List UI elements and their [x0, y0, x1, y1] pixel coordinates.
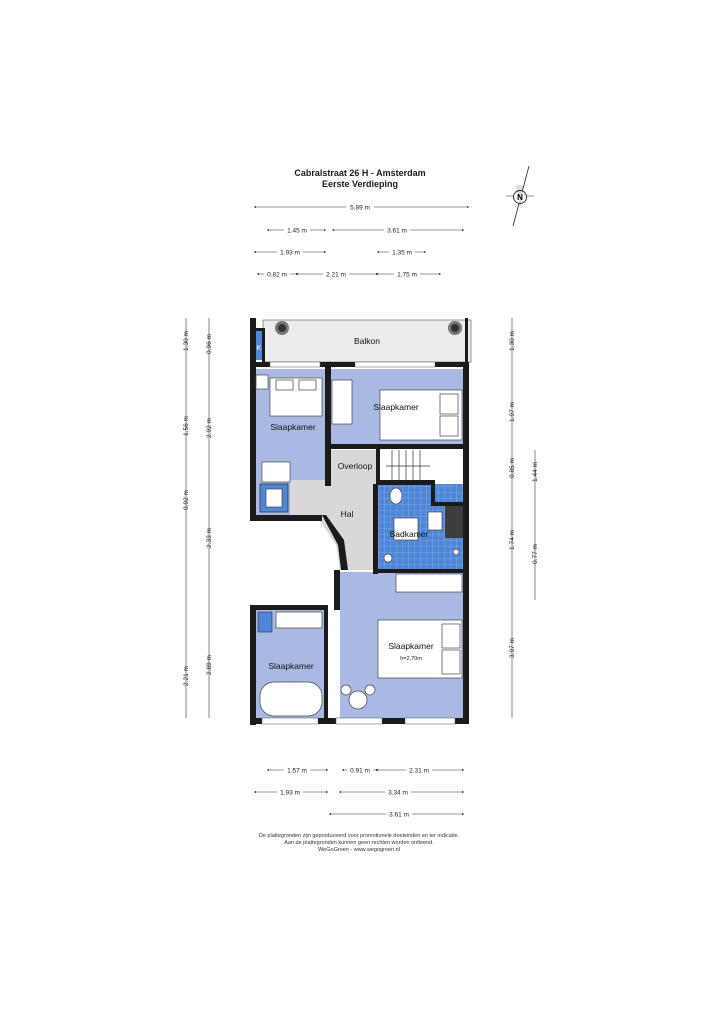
footer-line-2: Aan de plattegronden kunnen geen rechten… — [284, 840, 434, 846]
dim-right-3: 0.85 m — [509, 458, 516, 478]
footer: De plattegronden zijn geproduceerd voor … — [259, 833, 460, 853]
dim-left-inner-2: 2.92 m — [206, 418, 213, 438]
dim-top-3a: 1.93 m — [280, 250, 300, 257]
dim-bottom-3: 3.61 m — [389, 812, 409, 819]
dim-left-2: 1.56 m — [183, 416, 190, 436]
room-height-note: h=2,70m — [400, 656, 422, 662]
left-dimensions: 1.30 m 1.56 m 0.92 m 2.21 m 0.96 m 2.92 … — [183, 318, 213, 718]
dim-left-inner-1: 0.96 m — [206, 334, 213, 354]
room-label-hal: Hal — [341, 509, 354, 519]
dim-left-inner-4: 2.89 m — [206, 655, 213, 675]
room-label-badkamer: Badkamer — [390, 529, 429, 539]
dim-right-1: 1.30 m — [509, 331, 516, 351]
plant-icon — [275, 321, 289, 335]
dim-left-inner-3: 2.33 m — [206, 528, 213, 548]
furniture — [255, 321, 463, 717]
dim-top-4c: 1.75 m — [397, 272, 417, 279]
walls — [250, 318, 469, 725]
dim-top-2b: 3.61 m — [387, 228, 407, 235]
chair-icon — [340, 684, 376, 710]
dim-left-3: 0.92 m — [183, 490, 190, 510]
dim-right-4: 1.74 m — [509, 530, 516, 550]
plan-subtitle: Eerste Verdieping — [322, 179, 398, 189]
dim-left-4: 2.21 m — [183, 666, 190, 686]
dim-right-outer-2: 0.77 m — [532, 544, 539, 564]
right-dimensions: 1.30 m 1.97 m 0.85 m 1.74 m 3.97 m 1.44 … — [509, 318, 539, 718]
room-label-overloop: Overloop — [338, 461, 373, 471]
room-label-k: K — [257, 345, 262, 352]
compass-icon: N — [506, 165, 534, 227]
dim-top-2a: 1.45 m — [287, 228, 307, 235]
room-label-slaapkamer-sw: Slaapkamer — [268, 661, 314, 671]
room-labels: Balkon K Slaapkamer Slaapkamer Overloop … — [257, 336, 434, 671]
dim-top-3b: 1.35 m — [392, 250, 412, 257]
dim-right-2: 1.97 m — [509, 402, 516, 422]
dim-bottom-2b: 3.34 m — [388, 790, 408, 797]
dim-right-5: 3.97 m — [509, 638, 516, 658]
room-label-balkon: Balkon — [354, 336, 380, 346]
room-label-slaapkamer-nw: Slaapkamer — [270, 422, 316, 432]
dim-bottom-1a: 1.57 m — [287, 768, 307, 775]
footer-line-3: WeGoGroen - www.wegogroen.nl — [318, 847, 400, 853]
dim-bottom-1c: 2.31 m — [409, 768, 429, 775]
bottom-dimensions: 1.57 m 0.91 m 2.31 m 1.93 m 3.34 m 3.61 … — [253, 766, 465, 819]
dim-right-outer-1: 1.44 m — [532, 462, 539, 482]
staircase — [386, 450, 430, 480]
footer-line-1: De plattegronden zijn geproduceerd voor … — [259, 833, 460, 839]
dim-bottom-1b: 0.91 m — [350, 768, 370, 775]
dim-top-4b: 2.21 m — [326, 272, 346, 279]
dim-top-total: 5.89 m — [350, 205, 370, 212]
room-label-slaapkamer-ne: Slaapkamer — [373, 402, 419, 412]
plan-title: Cabralstraat 26 H - Amsterdam — [294, 168, 425, 178]
plant-icon — [448, 321, 462, 335]
compass-letter: N — [517, 193, 523, 202]
room-label-slaapkamer-se: Slaapkamer — [388, 641, 434, 651]
dim-left-1: 1.30 m — [183, 331, 190, 351]
top-dimensions: 5.89 m 1.45 m 3.61 m 1.93 m 1.35 m 0.82 … — [253, 203, 470, 279]
dim-top-4a: 0.82 m — [267, 272, 287, 279]
windows — [261, 361, 456, 725]
dim-bottom-2a: 1.93 m — [280, 790, 300, 797]
